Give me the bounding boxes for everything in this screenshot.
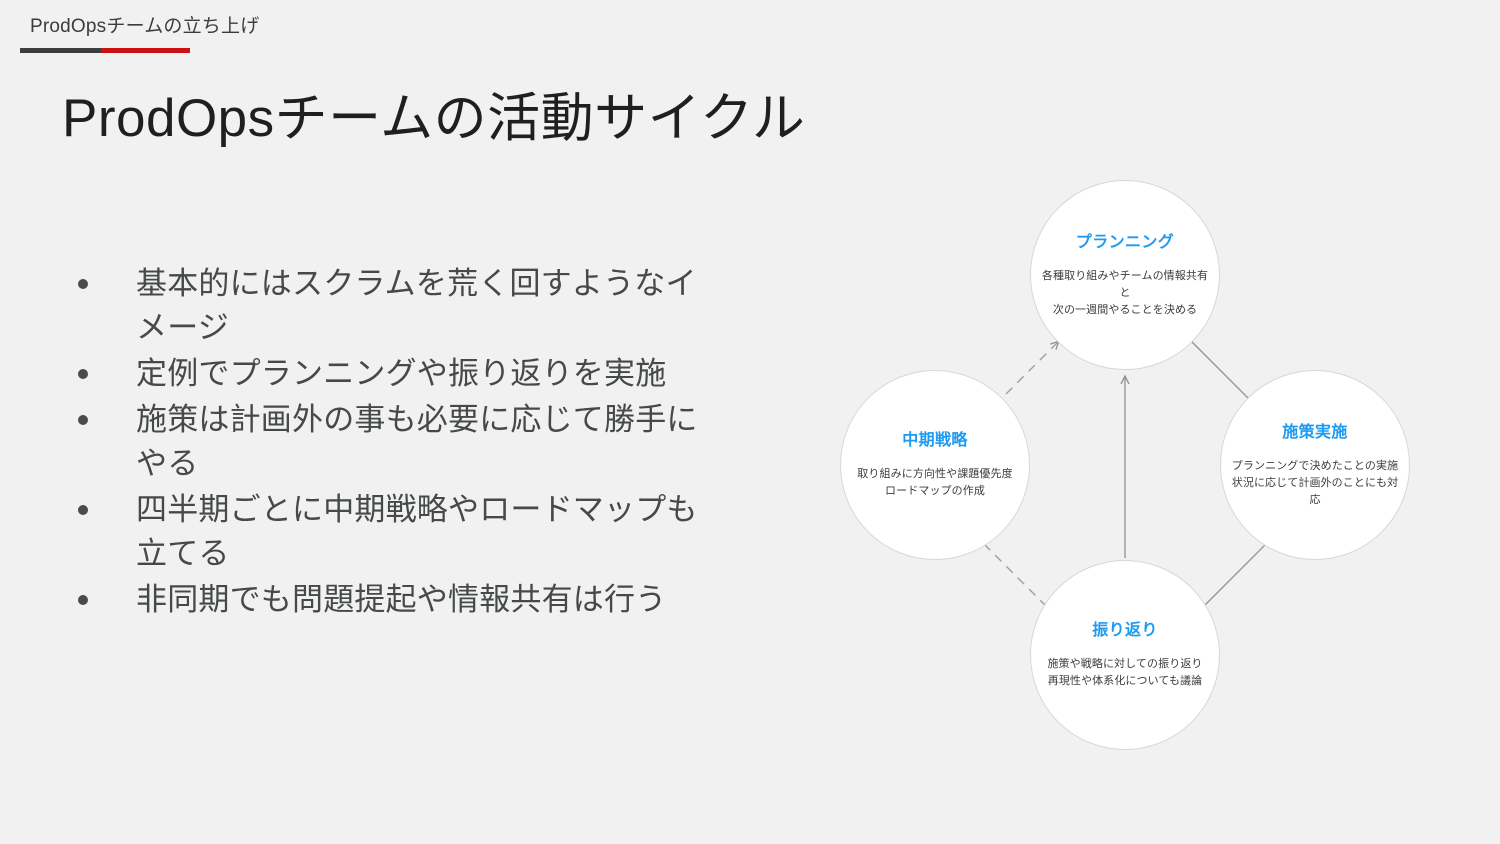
diagram-node-title: 振り返り	[1092, 622, 1158, 639]
slide-header-label: ProdOpsチームの立ち上げ	[30, 16, 260, 37]
list-item: 基本的にはスクラムを荒く回すようなイメージ	[78, 262, 708, 350]
diagram-node-body: プランニングで決めたことの実施 状況に応じて計画外のことにも対応	[1231, 459, 1399, 506]
diagram-node-body: 各種取り組みやチームの情報共有と 次の一週間やることを決める	[1041, 269, 1209, 316]
diagram-node-execution[interactable]: 施策実施 プランニングで決めたことの実施 状況に応じて計画外のことにも対応	[1220, 370, 1410, 560]
diagram-node-body: 取り組みに方向性や課題優先度 ロードマップの作成	[857, 468, 1013, 497]
list-item-label: 四半期ごとに中期戦略やロードマップも立てる	[136, 492, 698, 571]
list-item-label: 施策は計画外の事も必要に応じて勝手にやる	[136, 402, 698, 481]
header-rule-dark-segment	[20, 48, 101, 53]
bullet-list: 基本的にはスクラムを荒く回すようなイメージ 定例でプランニングや振り返りを実施 …	[78, 262, 708, 624]
header-rule-red-segment	[101, 48, 190, 53]
diagram-node-title: 中期戦略	[902, 432, 968, 449]
connector-execution-to-retrospective	[1190, 531, 1279, 620]
bullet-dot-icon	[78, 415, 88, 425]
bullet-dot-icon	[78, 369, 88, 379]
bullet-dot-icon	[78, 505, 88, 515]
diagram-node-title: プランニング	[1075, 233, 1175, 251]
cycle-diagram: プランニング 各種取り組みやチームの情報共有と 次の一週間やることを決める 施策…	[840, 180, 1410, 750]
list-item: 定例でプランニングや振り返りを実施	[78, 352, 708, 396]
bullet-dot-icon	[78, 279, 88, 289]
diagram-node-retrospective[interactable]: 振り返り 施策や戦略に対しての振り返り 再現性や体系化についても議論	[1030, 560, 1220, 750]
diagram-node-strategy[interactable]: 中期戦略 取り組みに方向性や課題優先度 ロードマップの作成	[840, 370, 1030, 560]
diagram-node-body: 施策や戦略に対しての振り返り 再現性や体系化についても議論	[1047, 658, 1203, 687]
list-item: 四半期ごとに中期戦略やロードマップも立てる	[78, 488, 708, 576]
diagram-node-title: 施策実施	[1282, 423, 1348, 441]
list-item: 非同期でも問題提起や情報共有は行う	[78, 578, 708, 622]
list-item-label: 非同期でも問題提起や情報共有は行う	[136, 582, 667, 617]
page-title: ProdOpsチームの活動サイクル	[62, 89, 806, 148]
list-item: 施策は計画外の事も必要に応じて勝手にやる	[78, 398, 708, 486]
list-item-label: 定例でプランニングや振り返りを実施	[136, 356, 667, 391]
bullet-dot-icon	[78, 595, 88, 605]
list-item-label: 基本的にはスクラムを荒く回すようなイメージ	[136, 266, 697, 345]
header-rule	[20, 48, 190, 53]
diagram-node-planning[interactable]: プランニング 各種取り組みやチームの情報共有と 次の一週間やることを決める	[1030, 180, 1220, 370]
